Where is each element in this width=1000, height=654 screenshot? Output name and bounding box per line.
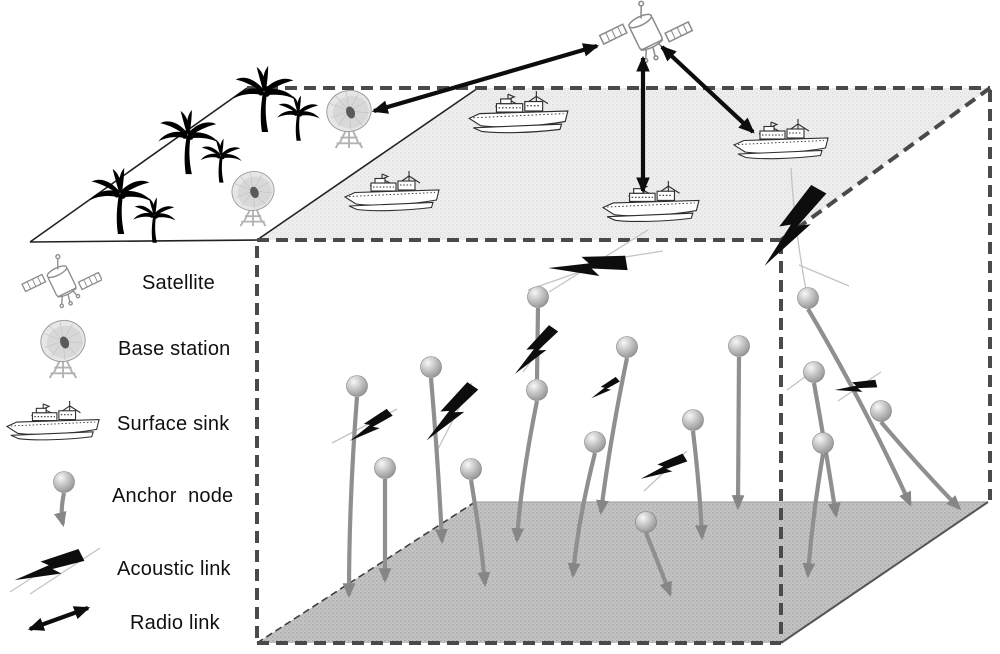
anchor-tether-arrow (879, 420, 962, 511)
legend-label-surface-sink: Surface sink (117, 413, 230, 435)
acoustic-link-trace (798, 264, 850, 287)
anchor-node (635, 511, 657, 533)
anchor-node-icon (53, 471, 75, 528)
anchor-node (797, 287, 819, 309)
anchor-tether-arrow (644, 532, 672, 598)
legend-label-radio-link: Radio link (130, 612, 220, 634)
anchor-node (346, 375, 368, 397)
anchor-tether-arrow (511, 400, 540, 544)
radio-link-arrow (660, 45, 755, 134)
acoustic-link-bolt (834, 368, 880, 408)
anchor-node (460, 458, 482, 480)
anchor-node (803, 361, 825, 383)
anchor-node (728, 335, 750, 357)
anchor-tether-arrow (567, 452, 598, 579)
anchor-tether-arrow (342, 396, 360, 599)
base-station-icon (34, 316, 92, 380)
anchor-node (870, 400, 892, 422)
anchor-tether-arrow (468, 479, 491, 588)
anchor-node (374, 457, 396, 479)
legend-label-acoustic-link: Acoustic link (117, 558, 231, 580)
anchor-tether-arrow (806, 307, 912, 507)
anchor-node (812, 432, 834, 454)
anchor-tether-arrow (428, 377, 448, 545)
anchor-node (526, 379, 548, 401)
satellite-icon (20, 250, 102, 312)
island (29, 87, 479, 243)
anchor-node (420, 356, 442, 378)
radio-link-icon (27, 606, 91, 631)
anchor-node (682, 409, 704, 431)
underwater-box-edges (247, 86, 992, 645)
anchor-node (527, 286, 549, 308)
anchor-tether-arrow (596, 357, 630, 516)
legend-label-anchor-node: Anchor node (112, 485, 234, 507)
anchor-node (584, 431, 606, 453)
acoustic-link-bolt (591, 371, 621, 407)
acoustic-link-icon (9, 535, 101, 599)
anchor-tether-arrow (690, 430, 708, 541)
radio-link-arrow (371, 43, 600, 114)
anchor-tether-arrow (802, 453, 826, 579)
anchor-tether-arrow (731, 356, 745, 511)
sea-floor (256, 501, 989, 644)
legend-label-base-station: Base station (118, 338, 231, 360)
acoustic-link-bolt (548, 233, 632, 303)
legend-label-satellite: Satellite (142, 272, 215, 294)
anchor-node (616, 336, 638, 358)
surface-sink-icon (6, 400, 100, 441)
